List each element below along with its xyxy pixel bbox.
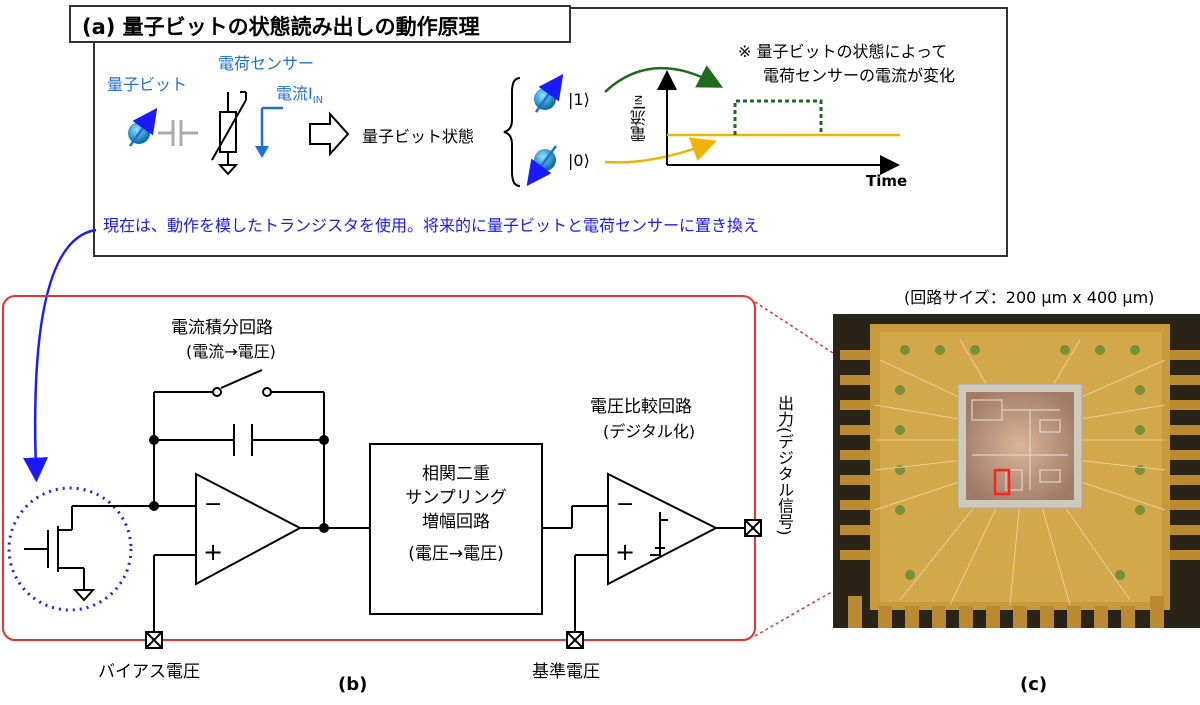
reset-switch-icon <box>212 369 272 397</box>
circuit-highlight-box <box>993 468 1011 496</box>
current-label: 電流IIN <box>276 84 324 107</box>
qubit-spin-icon <box>128 107 158 147</box>
qubit-label: 量子ビット <box>107 75 188 94</box>
spin-down-icon <box>526 145 558 187</box>
panel-a-title-box <box>69 5 571 43</box>
state-brace <box>503 77 521 187</box>
comparator-title: 電圧比較回路 <box>590 397 692 417</box>
integrator-minus: − <box>204 492 223 517</box>
panel-a-footer: 現在は、動作を模したトランジスタを使用。将来的に量子ビットと電荷センサーに置き換… <box>103 216 760 235</box>
orange-state-arrow <box>604 137 717 164</box>
ket-zero: |0⟩ <box>568 151 590 170</box>
cds-text: 相関二重 サンプリング 増幅回路 (電圧→電圧) <box>405 464 507 564</box>
chip-photo <box>833 314 1200 628</box>
reference-voltage-label: 基準電圧 <box>532 662 600 682</box>
integrator-wires <box>153 391 370 632</box>
output-terminal-icon <box>744 519 762 537</box>
junction-dots <box>149 435 329 533</box>
qubit-state-label: 量子ビット状態 <box>362 127 475 146</box>
output-label: 出力(デジタル信号) <box>775 395 794 536</box>
transistor-dotted-circle <box>7 486 133 612</box>
ket-one: |1⟩ <box>568 90 590 109</box>
panel-c-caption: (c) <box>1020 674 1048 695</box>
bias-voltage-label: バイアス電圧 <box>98 662 200 682</box>
panel-a-title: (a) 量子ビットの状態読み出しの動作原理 <box>82 15 480 39</box>
bias-terminal-icon <box>145 631 163 649</box>
reference-terminal-icon <box>566 631 584 649</box>
panel-b-caption: (b) <box>338 674 368 695</box>
hysteresis-icon <box>650 519 668 556</box>
current-arrow-icon <box>255 106 283 158</box>
integrator-plus: + <box>203 538 224 566</box>
panel-b-frame <box>2 295 756 641</box>
comparator-icon <box>607 472 719 586</box>
comparator-minus: − <box>616 492 635 517</box>
comparator-subtitle: (デジタル化) <box>603 422 696 441</box>
note-line-2: 電荷センサーの電流が変化 <box>763 66 956 85</box>
integrator-opamp-icon <box>195 472 303 586</box>
comparator-plus: + <box>615 538 636 566</box>
comparator-wires <box>542 505 745 632</box>
panel-a-frame <box>93 7 1008 257</box>
graph-xlabel: Time <box>866 172 908 190</box>
transistor-icon <box>24 505 154 602</box>
spin-up-icon <box>534 73 564 113</box>
integrator-title: 電流積分回路 <box>171 318 273 338</box>
green-state-arrow <box>604 65 724 93</box>
current-time-graph <box>657 70 900 175</box>
cds-amplifier-block <box>369 443 543 615</box>
state1-current-line <box>733 99 823 135</box>
coupling-capacitor-icon <box>158 120 198 146</box>
note-line-1: ※ 量子ビットの状態によって <box>738 42 948 61</box>
charge-sensor-icon <box>211 91 247 176</box>
integrator-subtitle: (電流→電圧) <box>186 342 276 361</box>
charge-sensor-label: 電荷センサー <box>218 54 315 73</box>
hollow-arrow-icon <box>309 111 350 157</box>
transistor-link-arrow <box>23 228 97 483</box>
circuit-size-label: (回路サイズ：200 μm x 400 μm) <box>904 288 1155 307</box>
graph-ylabel: 電流IIN <box>630 94 649 142</box>
